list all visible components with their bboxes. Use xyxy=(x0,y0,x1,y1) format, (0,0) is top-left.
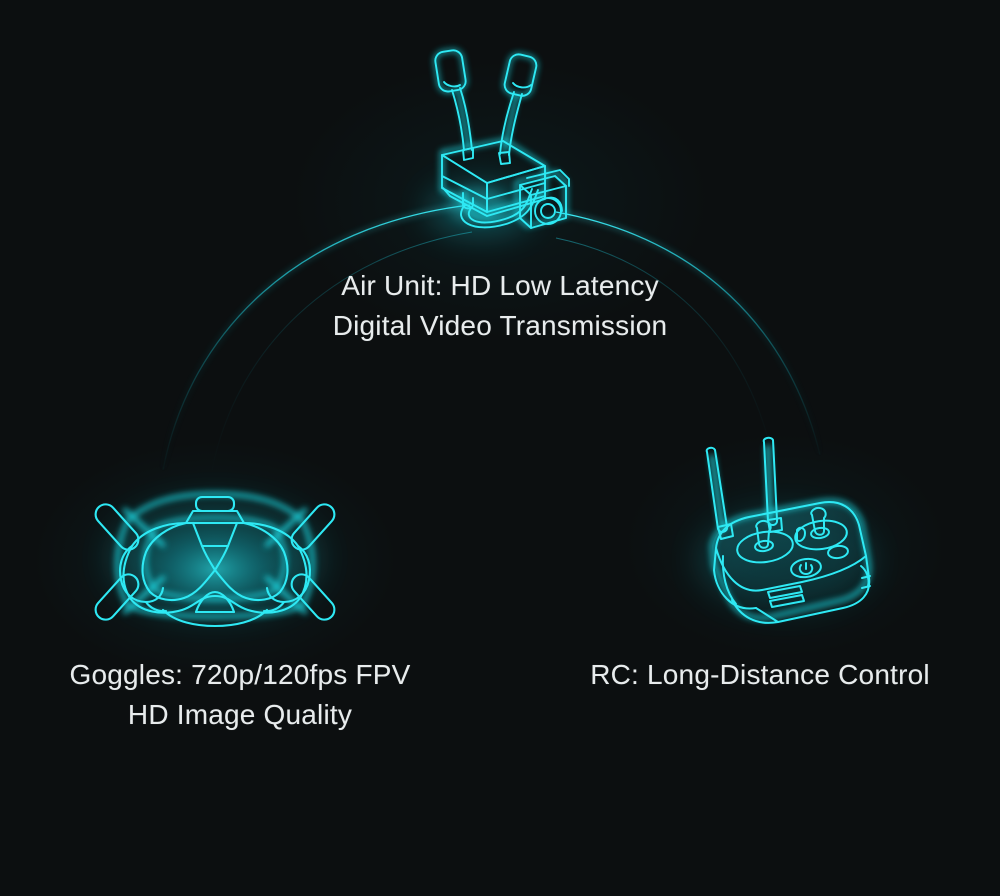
goggles-caption-line-2: HD Image Quality xyxy=(127,699,353,730)
goggles-caption: Goggles: 720p/120fps FPV HD Image Qualit… xyxy=(35,655,445,735)
signal-arc xyxy=(161,203,822,471)
air-unit-icon xyxy=(428,48,570,236)
air-unit-caption-line-1: Air Unit: HD Low Latency xyxy=(341,270,659,301)
rc-caption: RC: Long-Distance Control xyxy=(560,655,960,695)
air-unit-caption-line-2: Digital Video Transmission xyxy=(332,310,668,341)
remote-controller-icon xyxy=(697,436,873,624)
rc-caption-line-1: RC: Long-Distance Control xyxy=(590,659,930,690)
goggles-caption-line-1: Goggles: 720p/120fps FPV xyxy=(69,659,411,690)
air-unit-caption: Air Unit: HD Low Latency Digital Video T… xyxy=(260,266,740,346)
fpv-goggles-icon xyxy=(94,491,336,628)
